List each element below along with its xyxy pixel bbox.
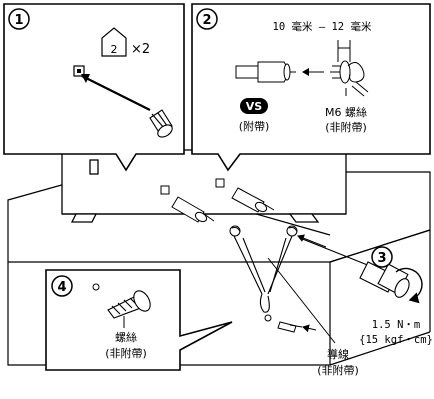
arrow-bottom-screw: [302, 324, 317, 333]
screw-icon: [149, 109, 173, 138]
anchor-point-center: [77, 69, 81, 73]
step-2-badge: [196, 8, 218, 30]
wall-hole: [92, 283, 100, 291]
quantity-label: ×2: [131, 42, 150, 57]
cable-caption: (非附帶): [317, 363, 359, 377]
insert-arrowhead: [81, 74, 90, 83]
torque-alt-value: {15 kgf・cm}: [359, 334, 433, 346]
vs-badge: [240, 98, 268, 114]
m6-screw-right: [286, 225, 298, 237]
m6-screw-left: [229, 225, 241, 237]
tv-back: [61, 149, 347, 223]
panel-1: 1 2 ×2: [3, 3, 185, 172]
step-3-number: 3: [377, 251, 386, 266]
screwdriver: [299, 237, 410, 298]
distance-label: 10 毫米 – 12 毫米: [273, 20, 372, 33]
panel4-screw-name: 螺絲: [115, 330, 137, 344]
step-4-badge: [51, 275, 73, 297]
panel4-screw-caption: (非附帶): [105, 346, 147, 360]
m6-screw-caption: (非附帶): [325, 120, 367, 134]
cable: [233, 235, 293, 313]
vs-caption: (附帶): [239, 119, 270, 133]
vs-spacer-icon: [235, 61, 296, 83]
wall-screw-bottom: [264, 314, 303, 333]
step-1-badge: [8, 8, 30, 30]
step-4-number: 4: [57, 280, 66, 295]
arrow-screw-right: [297, 234, 327, 248]
cable-name: 導線: [327, 347, 349, 361]
step-2-number: 2: [202, 13, 211, 28]
wood-screw-icon: [107, 290, 151, 319]
m6-screw-name: M6 螺絲: [325, 105, 367, 119]
spacer-vs-left: [171, 196, 215, 223]
step-1-number: 1: [14, 13, 23, 28]
cable-leader-line: [267, 257, 336, 344]
part-icon-digit: 2: [111, 43, 118, 56]
part-icon: [101, 27, 127, 57]
torque-value: 1.5 N・m: [372, 319, 420, 331]
tv-anchor-holes: [160, 178, 225, 195]
vs-badge-text: VS: [246, 100, 263, 113]
insert-arrow: [81, 75, 151, 111]
panel-2: 2 10 毫米 – 12 毫米 VS (附帶) M6 螺絲: [191, 3, 431, 172]
panel-4: 4 螺絲 (非附帶): [45, 269, 233, 371]
spacer-vs-right: [231, 187, 275, 213]
step-3-badge: [371, 246, 393, 268]
m6-screw-icon: [330, 60, 369, 97]
rotation-arrow: [395, 267, 423, 304]
